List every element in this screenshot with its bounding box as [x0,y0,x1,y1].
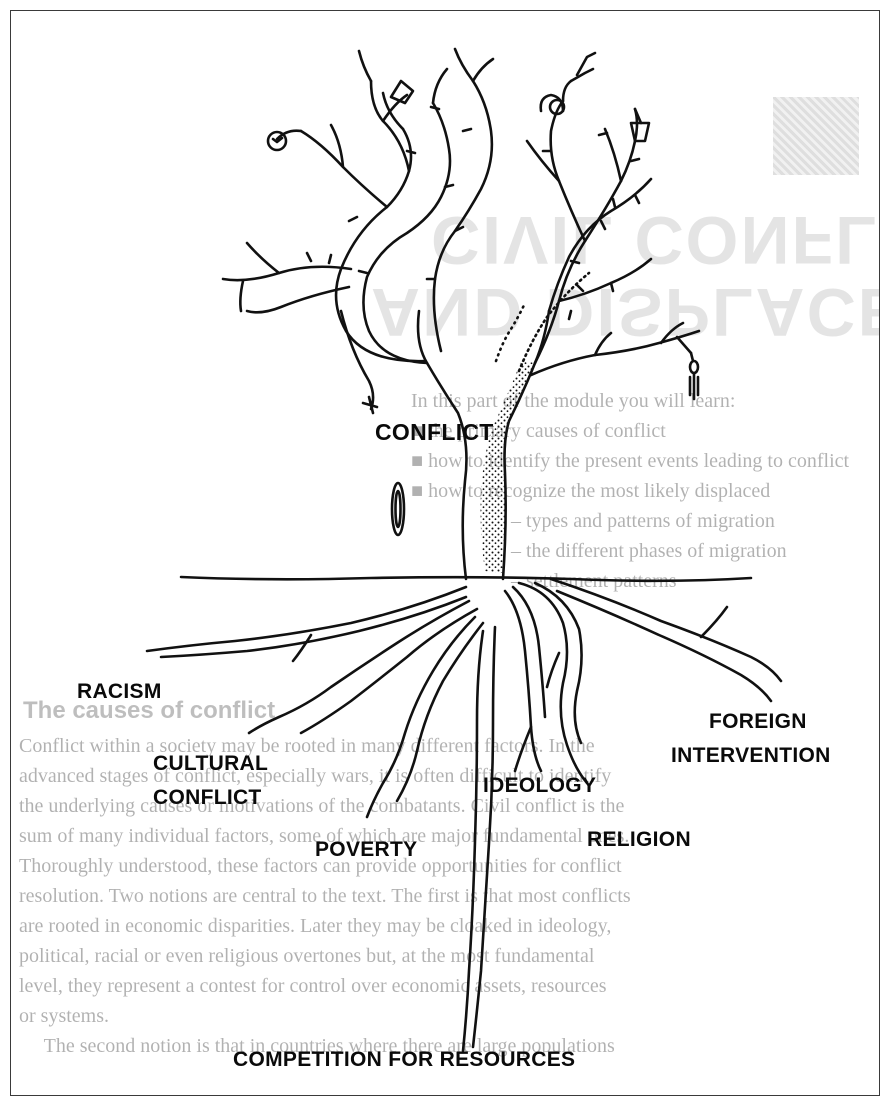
root-label-racism: RACISM [77,675,162,709]
root-foreign-intervention [551,579,781,681]
root-label-foreign-line1: FOREIGN [709,705,807,739]
conflict-tree-drawing [11,11,880,1096]
root-label-cultural-line1: CULTURAL [153,747,268,781]
branch-lower-right [531,331,699,375]
trunk-right-edge [503,311,549,579]
page-frame: CIVIL CONFLICT AND DISPLACEMENT In this … [10,10,880,1096]
root-label-ideology: IDEOLOGY [483,769,596,803]
root-label-cultural-line2: CONFLICT [153,781,262,815]
root-label-competition: COMPETITION FOR RESOURCES [233,1043,575,1077]
trunk-label-conflict: CONFLICT [375,415,494,449]
root-label-poverty: POVERTY [315,833,417,867]
root-label-foreign-line2: INTERVENTION [671,739,831,773]
root-label-religion: RELIGION [587,823,691,857]
branch-left-loop [336,129,425,361]
branch-far-left [223,267,351,280]
